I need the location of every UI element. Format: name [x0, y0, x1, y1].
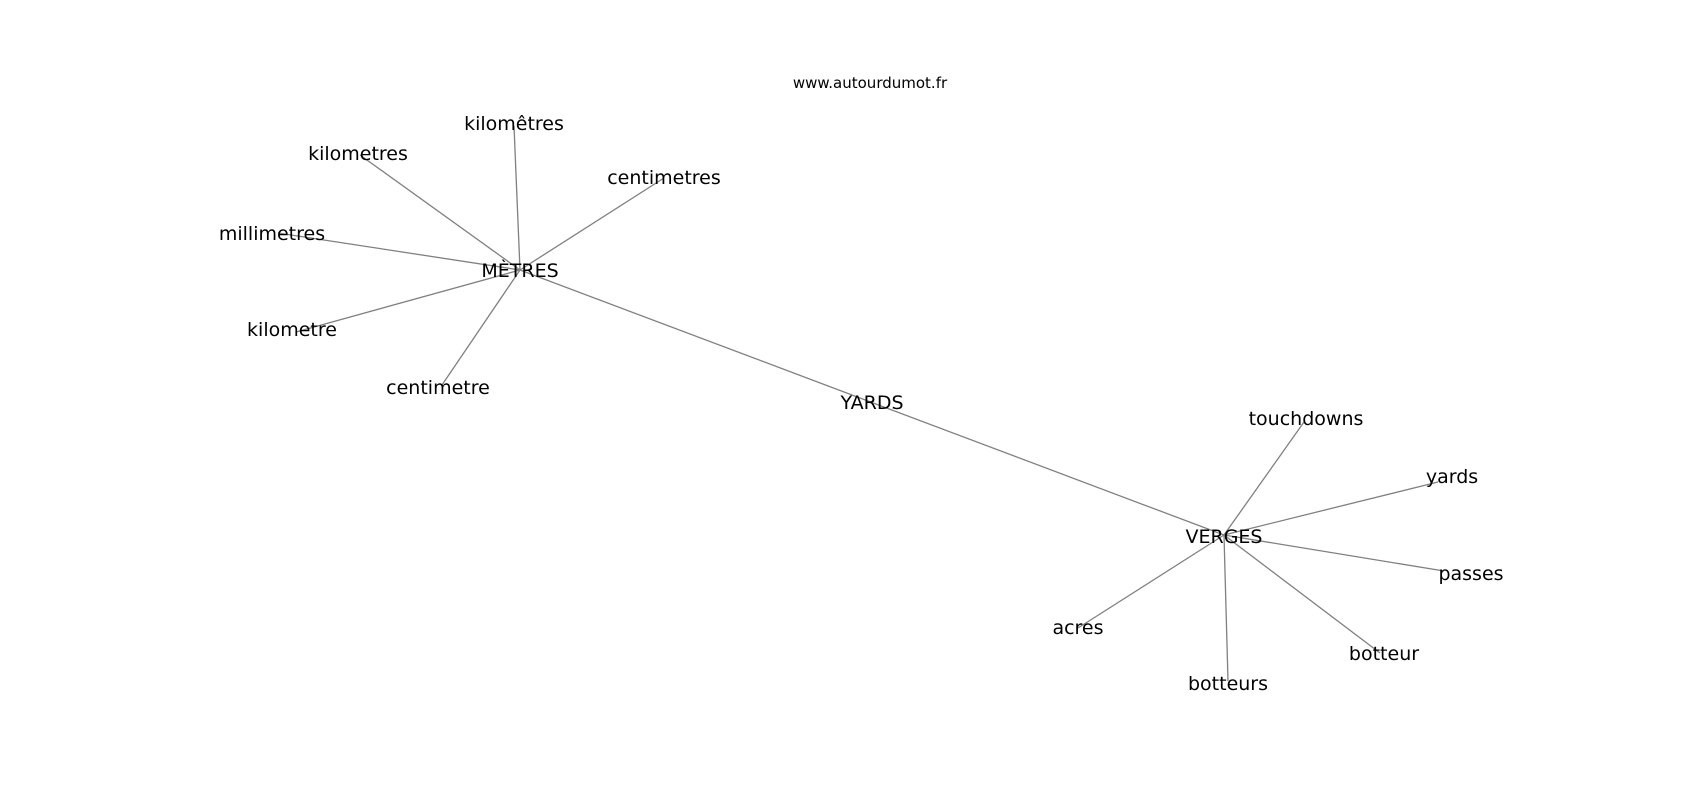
node-millimetres: millimetres [219, 223, 325, 245]
graph-nodes: MÈTRES YARDS VERGES kilomêtres kilometres cen… [219, 113, 1504, 695]
node-yards: yards [1426, 466, 1478, 488]
edge-verges-acres [1077, 534, 1225, 629]
edge-metres-kilometres_acc [513, 125, 521, 271]
node-centimetre: centimetre [386, 377, 490, 399]
edge-verges-yards [1223, 481, 1439, 536]
node-metres: MÈTRES [481, 259, 558, 282]
node-kilometre: kilometre [247, 319, 337, 341]
node-touchdowns: touchdowns [1249, 408, 1364, 430]
edge-metres-centimetres [519, 177, 665, 271]
edge-verges-passes [1223, 534, 1445, 572]
node-verges: VERGES [1186, 526, 1263, 548]
node-botteurs: botteurs [1188, 673, 1268, 695]
edge-verges-botteurs [1223, 534, 1229, 682]
edge-verges-botteur [1223, 534, 1381, 654]
node-kilometres_acc: kilomêtres [464, 113, 564, 135]
node-kilometres: kilometres [308, 143, 408, 165]
node-yards_hub: YARDS [839, 392, 903, 414]
edge-metres-kilometres [359, 154, 521, 271]
edge-metres-millimetres [277, 232, 521, 271]
node-acres: acres [1052, 617, 1103, 639]
source-url: www.autourdumot.fr [793, 74, 948, 92]
graph-edges [277, 125, 1445, 682]
edge-metres-kilometre [295, 269, 521, 333]
node-botteur: botteur [1349, 643, 1419, 665]
edge-metres-centimetre [441, 269, 521, 386]
node-centimetres: centimetres [607, 167, 721, 189]
edge-metres-verges [519, 269, 1225, 536]
edge-verges-touchdowns [1223, 421, 1305, 536]
node-passes: passes [1438, 563, 1503, 585]
